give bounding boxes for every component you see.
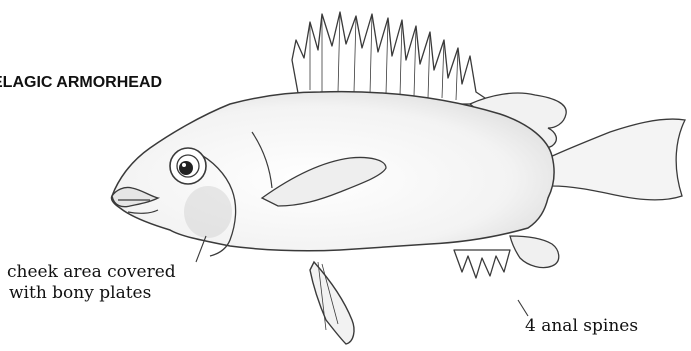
anal-spines-label: 4 anal spines xyxy=(525,316,638,337)
dorsal-spines xyxy=(292,12,488,104)
eye xyxy=(170,148,206,184)
caudal-fin xyxy=(548,119,685,200)
cheek-label: cheek area covered with bony plates xyxy=(7,262,176,304)
cheek-label-line-2: with bony plates xyxy=(7,283,176,304)
anal-spines xyxy=(454,250,510,278)
cheek-label-line-1: cheek area covered xyxy=(7,262,176,283)
anal-spines-pointer xyxy=(518,300,528,316)
cheek-plates xyxy=(184,186,232,238)
diagram-title: ELAGIC ARMORHEAD xyxy=(0,74,162,92)
soft-anal-fin xyxy=(510,236,559,268)
